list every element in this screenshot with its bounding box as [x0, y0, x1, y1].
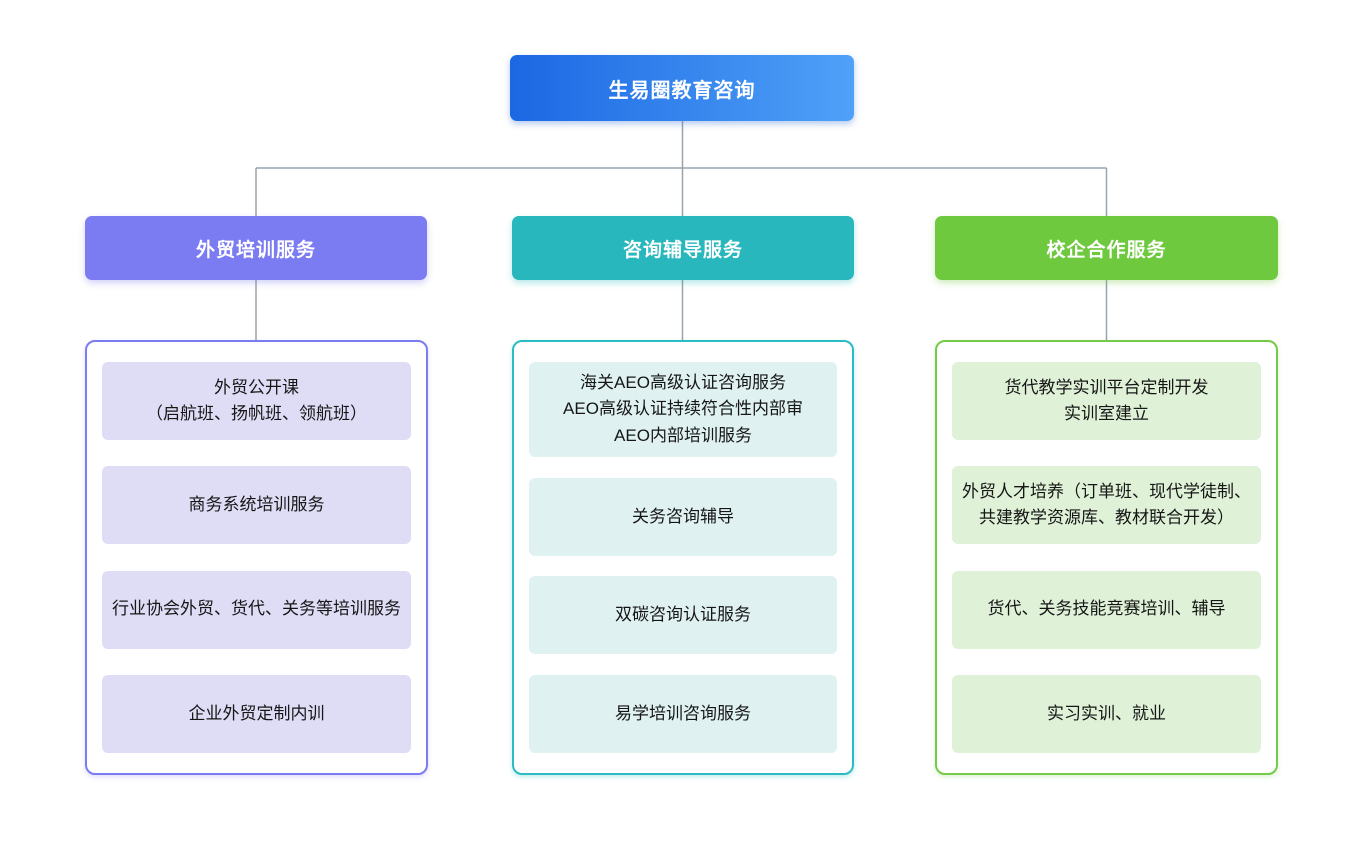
branch-header-trade-training: 外贸培训服务 [85, 216, 427, 280]
list-item: 海关AEO高级认证咨询服务 AEO高级认证持续符合性内部审 AEO内部培训服务 [529, 362, 837, 458]
branch-list-school-enterprise: 货代教学实训平台定制开发 实训室建立 外贸人才培养（订单班、现代学徒制、共建教学… [935, 340, 1278, 775]
list-item: 货代、关务技能竞赛培训、辅导 [952, 570, 1261, 649]
branch-header-label: 咨询辅导服务 [622, 239, 743, 261]
list-item: 外贸人才培养（订单班、现代学徒制、共建教学资源库、教材联合开发） [952, 466, 1261, 545]
branch-header-school-enterprise: 校企合作服务 [935, 216, 1278, 280]
list-item: 货代教学实训平台定制开发 实训室建立 [952, 362, 1261, 440]
branch-header-consulting: 咨询辅导服务 [512, 216, 854, 280]
list-item: 双碳咨询认证服务 [529, 576, 837, 655]
list-item: 易学培训咨询服务 [529, 675, 837, 753]
list-item: 关务咨询辅导 [529, 477, 837, 556]
root-node: 生易圈教育咨询 [510, 55, 854, 121]
list-item: 外贸公开课 （启航班、扬帆班、领航班） [102, 362, 411, 440]
list-item: 实习实训、就业 [952, 674, 1261, 753]
list-item: 商务系统培训服务 [102, 466, 411, 545]
list-item: 企业外贸定制内训 [102, 674, 411, 753]
branch-header-label: 校企合作服务 [1046, 239, 1167, 261]
branch-header-label: 外贸培训服务 [195, 239, 316, 261]
branch-list-consulting: 海关AEO高级认证咨询服务 AEO高级认证持续符合性内部审 AEO内部培训服务 … [512, 340, 854, 775]
list-item: 行业协会外贸、货代、关务等培训服务 [102, 570, 411, 649]
branch-list-trade-training: 外贸公开课 （启航班、扬帆班、领航班） 商务系统培训服务 行业协会外贸、货代、关… [85, 340, 428, 775]
root-node-label: 生易圈教育咨询 [608, 79, 756, 102]
